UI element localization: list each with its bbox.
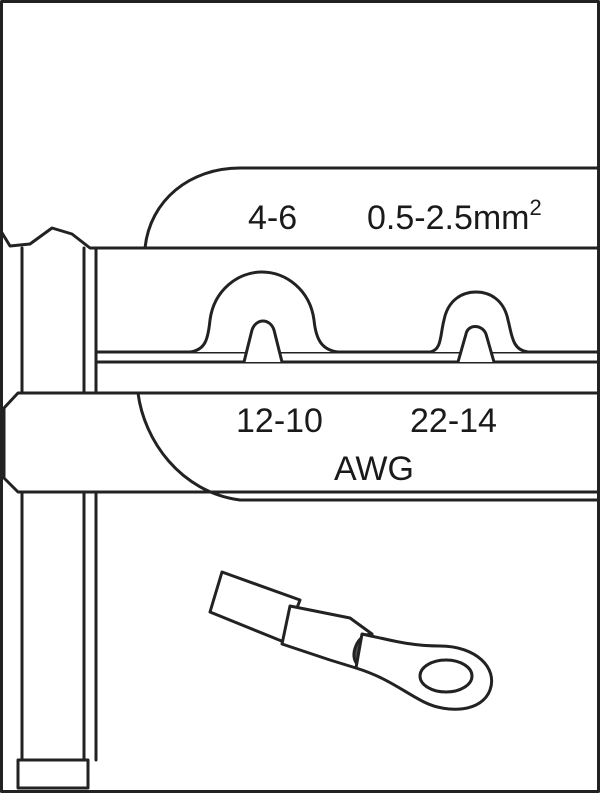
crimp-notch-large (242, 319, 284, 364)
upper-jaw-outline (0, 226, 600, 250)
label-awg: AWG (334, 450, 414, 488)
ring-hole (418, 658, 474, 694)
label-mm-range-text: 0.5-2.5mm (367, 199, 530, 237)
label-4-6: 4-6 (248, 199, 298, 237)
lower-jaw-outline (2, 391, 600, 494)
lower-die-pocket (136, 391, 600, 502)
ring-terminal-group (208, 570, 494, 711)
post-base (16, 758, 90, 790)
crimp-notch-small (456, 325, 496, 364)
label-mm-superscript: 2 (529, 195, 542, 220)
label-22-14: 22-14 (410, 402, 497, 440)
label-12-10: 12-10 (236, 402, 323, 440)
upper-die-pocket (143, 166, 600, 250)
label-mm2-range: 0.5-2.5mm2 (367, 197, 542, 237)
